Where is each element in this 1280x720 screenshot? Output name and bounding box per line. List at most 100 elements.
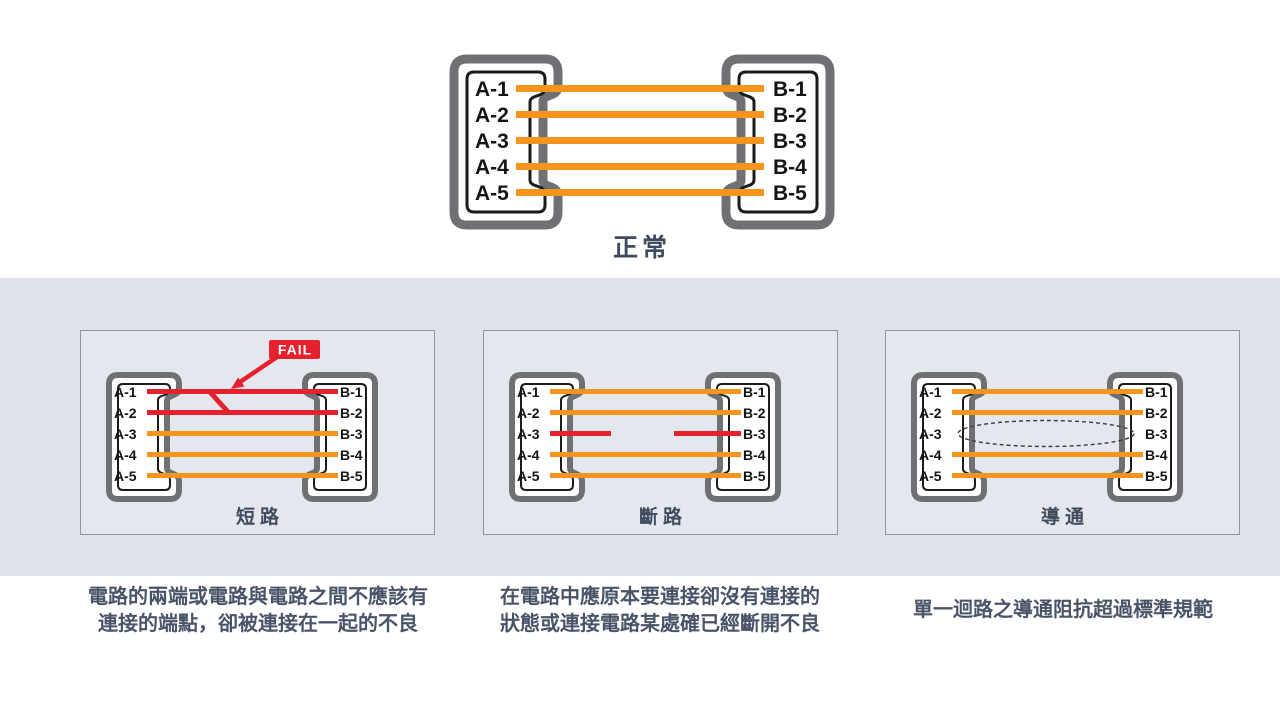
pin-label: B-1	[743, 384, 766, 400]
pin-label: A-3	[475, 130, 509, 153]
connector-a	[106, 372, 182, 502]
wire-a3-b3	[516, 137, 764, 144]
pin-label: A-3	[919, 426, 942, 442]
connector-a-inner-line	[922, 383, 977, 491]
pin-label: A-2	[517, 405, 540, 421]
wire-a1-b1	[550, 389, 741, 394]
connector-b-housing	[302, 372, 378, 502]
fail-arrow-shaft	[238, 355, 279, 384]
connector-b-housing	[1107, 372, 1183, 502]
pin-label: A-5	[114, 468, 137, 484]
fail-badge-label: FAIL	[278, 342, 312, 358]
wire-a1-b1	[952, 389, 1143, 394]
pin-label: B-3	[340, 426, 363, 442]
pin-label: A-3	[114, 426, 137, 442]
description-line: 連接的端點，卻被連接在一起的不良	[98, 613, 418, 635]
pin-label: B-2	[773, 104, 807, 127]
wire-a1-b1	[516, 85, 764, 92]
open-circuit-description: 在電路中應原本要連接卻沒有連接的 狀態或連接電路某處確已經斷開不良	[440, 584, 880, 638]
connector-b-inner-line	[312, 383, 367, 491]
wire-a1-b1-shorted	[147, 389, 338, 394]
continuity-description: 單一迴路之導通阻抗超過標準規範	[843, 597, 1280, 624]
fail-badge	[269, 340, 320, 359]
pin-label: A-2	[919, 405, 942, 421]
panel-open-circuit: A-1 A-2 A-3 A-4 A-5 B-1 B-2 B-3 B-4 B-5 …	[483, 330, 838, 535]
pin-label: B-3	[773, 130, 807, 153]
description-line: 在電路中應原本要連接卻沒有連接的	[500, 586, 820, 608]
pin-label: A-1	[475, 78, 509, 101]
pin-label: B-2	[743, 405, 766, 421]
wire-a2-b2	[952, 410, 1143, 415]
connector-b-housing	[705, 372, 781, 502]
open-circuit-label: 斷路	[638, 507, 687, 528]
short-circuit-label: 短路	[235, 507, 284, 528]
pin-label: A-4	[919, 447, 942, 463]
connector-a-housing	[911, 372, 987, 502]
connector-a-housing	[106, 372, 182, 502]
pin-label: A-3	[517, 426, 540, 442]
wire-a5-b5	[516, 189, 764, 196]
wire-a2-b2	[516, 111, 764, 118]
open-circuit-diagram: A-1 A-2 A-3 A-4 A-5 B-1 B-2 B-3 B-4 B-5	[509, 372, 781, 502]
pin-label: B-4	[340, 447, 363, 463]
pin-label: B-5	[1145, 468, 1168, 484]
wire-b3-broken-right	[674, 431, 741, 436]
continuity-diagram: A-1 A-2 A-3 A-4 A-5 B-1 B-2 B-3 B-4 B-5	[911, 372, 1183, 502]
pin-label: B-1	[773, 78, 807, 101]
wire-a4-b4	[147, 452, 338, 457]
pin-label: A-1	[114, 384, 137, 400]
pin-label: A-2	[475, 104, 509, 127]
pin-label: B-1	[1145, 384, 1168, 400]
pin-label: B-3	[1145, 426, 1168, 442]
pin-label: A-1	[919, 384, 942, 400]
continuity-label: 導通	[1040, 507, 1089, 528]
short-bridge-wire	[208, 390, 231, 415]
pin-label: A-1	[517, 384, 540, 400]
wire-a3-broken-left	[550, 431, 611, 436]
description-line: 電路的兩端或電路與電路之間不應該有	[88, 586, 428, 608]
pin-label: A-4	[114, 447, 137, 463]
description-line: 狀態或連接電路某處確已經斷開不良	[500, 613, 820, 635]
wire-a2-b2-shorted	[147, 410, 338, 415]
wire-a5-b5	[952, 473, 1143, 478]
panel-continuity: A-1 A-2 A-3 A-4 A-5 B-1 B-2 B-3 B-4 B-5 …	[885, 330, 1240, 535]
normal-label: 正常	[612, 234, 671, 262]
pin-label: A-5	[475, 182, 509, 205]
connector-a	[509, 372, 585, 502]
pin-label: A-5	[517, 468, 540, 484]
pin-label: B-5	[773, 182, 807, 205]
connector-b	[705, 372, 781, 502]
short-circuit-diagram: FAIL A-1 A-2 A-3 A-4 A-5 B-1 B-2 B-3 B-4…	[106, 340, 378, 502]
short-circuit-description: 電路的兩端或電路與電路之間不應該有 連接的端點，卻被連接在一起的不良	[38, 584, 478, 638]
fail-arrow-head-icon	[231, 377, 245, 389]
wire-a4-b4	[952, 452, 1143, 457]
connector-a	[911, 372, 987, 502]
pin-label: B-1	[340, 384, 363, 400]
connector-b-inner-line	[715, 383, 770, 491]
pin-label: B-4	[743, 447, 766, 463]
connector-b	[302, 372, 378, 502]
wire-a2-b2	[550, 410, 741, 415]
normal-connection-diagram: A-1 A-2 A-3 A-4 A-5 B-1 B-2 B-3 B-4 B-5	[449, 54, 835, 230]
pin-label: B-5	[743, 468, 766, 484]
pin-label: B-3	[743, 426, 766, 442]
fault-examples-band: FAIL A-1 A-2 A-3 A-4 A-5 B-1 B-2 B-3 B-4…	[0, 278, 1280, 576]
wire-a5-b5	[550, 473, 741, 478]
connector-a-inner-line	[117, 383, 172, 491]
connector-a-housing	[509, 372, 585, 502]
pin-label: B-2	[340, 405, 363, 421]
pin-label: A-5	[919, 468, 942, 484]
pin-label: B-5	[340, 468, 363, 484]
connector-a-inner-line	[520, 383, 575, 491]
pin-label: B-4	[773, 156, 807, 179]
description-line: 單一迴路之導通阻抗超過標準規範	[913, 599, 1213, 621]
connector-b-inner-line	[1117, 383, 1172, 491]
wire-a5-b5	[147, 473, 338, 478]
pin-label: B-4	[1145, 447, 1168, 463]
continuity-highlight-ellipse	[957, 419, 1135, 448]
wire-a4-b4	[516, 163, 764, 170]
pin-label: B-2	[1145, 405, 1168, 421]
pin-label: A-4	[517, 447, 540, 463]
panel-short-circuit: FAIL A-1 A-2 A-3 A-4 A-5 B-1 B-2 B-3 B-4…	[80, 330, 435, 535]
